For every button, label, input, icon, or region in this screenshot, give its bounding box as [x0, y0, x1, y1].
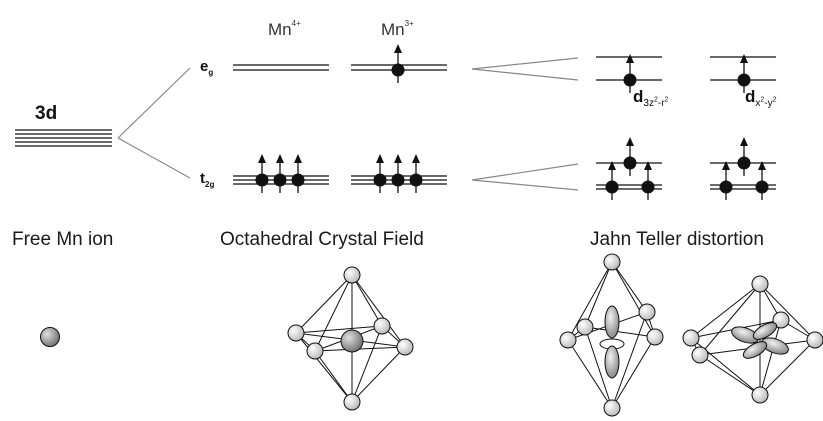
dz2-mid: -r [657, 98, 665, 110]
electron-dot [255, 173, 269, 187]
dz2-sup2: 2 [664, 97, 669, 105]
free-3d-label: 3d [35, 103, 58, 124]
electron-dot [291, 173, 305, 187]
electron-dot [737, 156, 751, 170]
dz2-main: d [633, 87, 644, 106]
spin-arrow-head [294, 154, 302, 163]
mn4-label: Mn4+ [268, 19, 301, 40]
dx2-main: d [745, 87, 756, 106]
octahedron-crystal-field-atoms [287, 266, 414, 411]
dz2-sub-wrap: 3z2-r2 [643, 97, 669, 110]
spin-arrow-head [394, 44, 402, 53]
eg-sub: g [208, 68, 214, 77]
octahedron-jt-dx2-atoms [682, 275, 823, 404]
mn4-eg-level [233, 64, 329, 71]
caption-free-ion: Free Mn ion [12, 229, 114, 250]
mn3-charge: 3+ [404, 19, 414, 28]
spin-arrow-head [644, 161, 652, 170]
dz2-sup1: 2 [653, 97, 658, 105]
electron-dot [391, 173, 405, 187]
mn3-label: Mn3+ [381, 19, 414, 40]
dz2-label: d3z2-r2 [633, 87, 668, 109]
electron-dot [719, 180, 733, 194]
electron-dot [605, 180, 619, 194]
octahedron-jt-dz2-atoms [559, 253, 664, 417]
electron-dot [373, 173, 387, 187]
spin-arrow-head [740, 137, 748, 146]
spin-arrow-head [258, 154, 266, 163]
spin-arrow-head [722, 161, 730, 170]
caption-octahedral: Octahedral Crystal Field [220, 229, 424, 250]
electron-dot [273, 173, 287, 187]
t2g-sub: 2g [205, 180, 215, 189]
dx2-label: dx2-y2 [745, 87, 777, 109]
spin-arrow-head [394, 154, 402, 163]
dz2-sub: 3z [643, 98, 654, 110]
spin-arrow-head [276, 154, 284, 163]
dx2-mid: -y [764, 98, 773, 110]
spin-arrow-head [376, 154, 384, 163]
dx2-sup2: 2 [772, 97, 777, 105]
caption-jahn-teller: Jahn Teller distortion [590, 229, 764, 250]
spin-arrow-head [626, 137, 634, 146]
electron-dot [737, 73, 751, 87]
spin-arrow-head [626, 54, 634, 63]
spin-arrow-head [758, 161, 766, 170]
electron-spins [255, 44, 769, 200]
mn4-base: Mn [268, 20, 292, 39]
dx2-sup1: 2 [760, 97, 765, 105]
electron-dot [641, 180, 655, 194]
dx2-sub-wrap: x2-y2 [755, 97, 777, 110]
mn3-base: Mn [381, 20, 405, 39]
eg-label: eg [200, 58, 213, 77]
electron-dot [623, 156, 637, 170]
electron-dot [755, 180, 769, 194]
mn4-charge: 4+ [291, 19, 301, 28]
t2g-main: t [200, 170, 205, 187]
free-mn-atom-icon [40, 327, 60, 347]
splitting-lines [117, 57, 579, 191]
electron-dot [409, 173, 423, 187]
eg-main: e [200, 58, 209, 75]
t2g-label: t2g [200, 170, 214, 189]
spin-arrow-head [608, 161, 616, 170]
electron-dot [623, 73, 637, 87]
spin-arrow-head [740, 54, 748, 63]
spin-arrow-head [412, 154, 420, 163]
free-3d-levels [15, 129, 112, 147]
electron-dot [391, 63, 405, 77]
dx2-sub: x [755, 98, 761, 110]
